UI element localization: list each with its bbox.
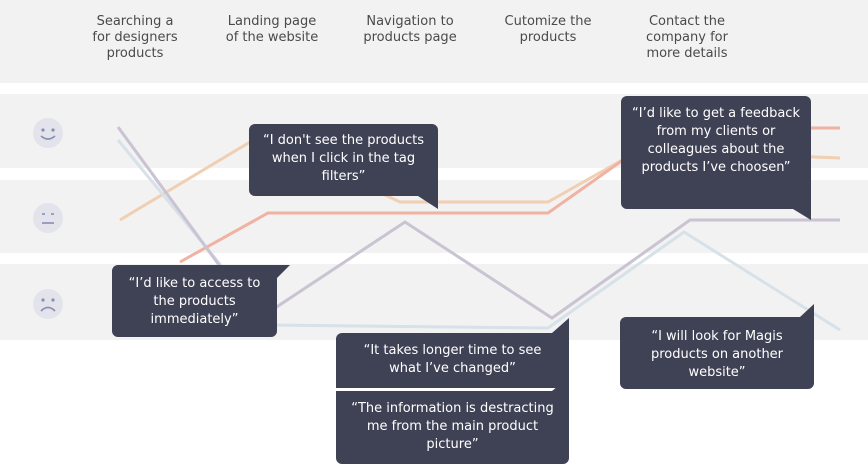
stage-searching: Searching a for designers products (92, 14, 178, 61)
speech-bubble-destracting (336, 377, 569, 464)
stage-customize: Cutomize the products (504, 14, 592, 45)
quote-destracting: “The information is destracting me from … (351, 401, 554, 452)
header-band (0, 0, 868, 83)
stage-navigation: Navigation to products page (363, 14, 457, 45)
quote-longer-time: “It takes longer time to see what I’ve c… (363, 343, 542, 376)
speech-bubble-feedback (621, 96, 811, 220)
quote-other-website: “I will look for Magis products on anoth… (650, 329, 784, 380)
quote-access: “I’d like to access to the products imme… (128, 276, 261, 327)
sad-face-icon (33, 289, 63, 319)
stage-contact: Contact the company for more details (646, 14, 728, 61)
quote-tag-filters: “I don't see the products when I click i… (262, 133, 425, 184)
stage-landing-page: Landing page of the website (225, 14, 319, 45)
speech-bubble-tag-filters (249, 124, 438, 209)
neutral-face-icon (33, 203, 63, 233)
speech-bubble-longer-time (336, 318, 569, 388)
speech-bubble-other-website (620, 304, 814, 389)
speech-bubble-access (112, 265, 290, 337)
quote-feedback: “I’d like to get a feedback from my clie… (632, 106, 800, 175)
happy-face-icon (33, 118, 63, 148)
